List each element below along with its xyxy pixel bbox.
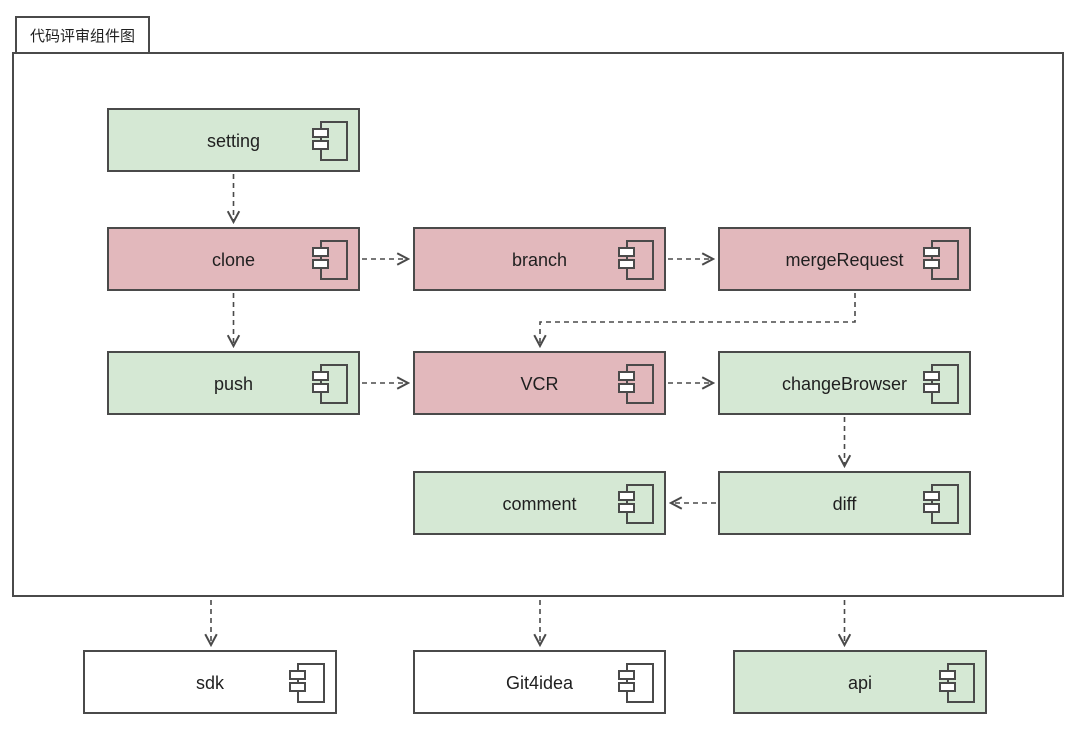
uml-component-icon (921, 482, 961, 526)
component-label: setting (206, 130, 261, 151)
component-Git4idea: Git4idea (413, 650, 666, 714)
component-label: Git4idea (505, 672, 574, 693)
component-api: api (733, 650, 987, 714)
component-label: diff (832, 493, 857, 514)
uml-component-icon (937, 661, 977, 705)
component-label: VCR (520, 373, 559, 394)
component-label: mergeRequest (785, 249, 904, 270)
component-VCR: VCR (413, 351, 666, 415)
component-label: sdk (195, 672, 224, 693)
uml-component-icon (921, 238, 961, 282)
uml-component-icon (310, 238, 350, 282)
component-clone: clone (107, 227, 360, 291)
component-comment: comment (413, 471, 666, 535)
uml-component-icon (310, 362, 350, 406)
uml-component-icon (616, 362, 656, 406)
component-label: push (213, 373, 254, 394)
component-mergeRequest: mergeRequest (718, 227, 971, 291)
component-diff: diff (718, 471, 971, 535)
component-setting: setting (107, 108, 360, 172)
uml-component-icon (616, 238, 656, 282)
uml-component-icon (921, 362, 961, 406)
diagram-title: 代码评审组件图 (15, 16, 151, 54)
component-label: api (847, 672, 873, 693)
uml-component-icon (616, 661, 656, 705)
component-changeBrowser: changeBrowser (718, 351, 971, 415)
component-label: branch (511, 249, 568, 270)
component-push: push (107, 351, 360, 415)
component-label: clone (211, 249, 256, 270)
uml-component-icon (310, 119, 350, 163)
uml-component-icon (616, 482, 656, 526)
uml-component-icon (287, 661, 327, 705)
component-label: changeBrowser (781, 373, 908, 394)
component-sdk: sdk (83, 650, 337, 714)
component-branch: branch (413, 227, 666, 291)
component-label: comment (502, 493, 577, 514)
